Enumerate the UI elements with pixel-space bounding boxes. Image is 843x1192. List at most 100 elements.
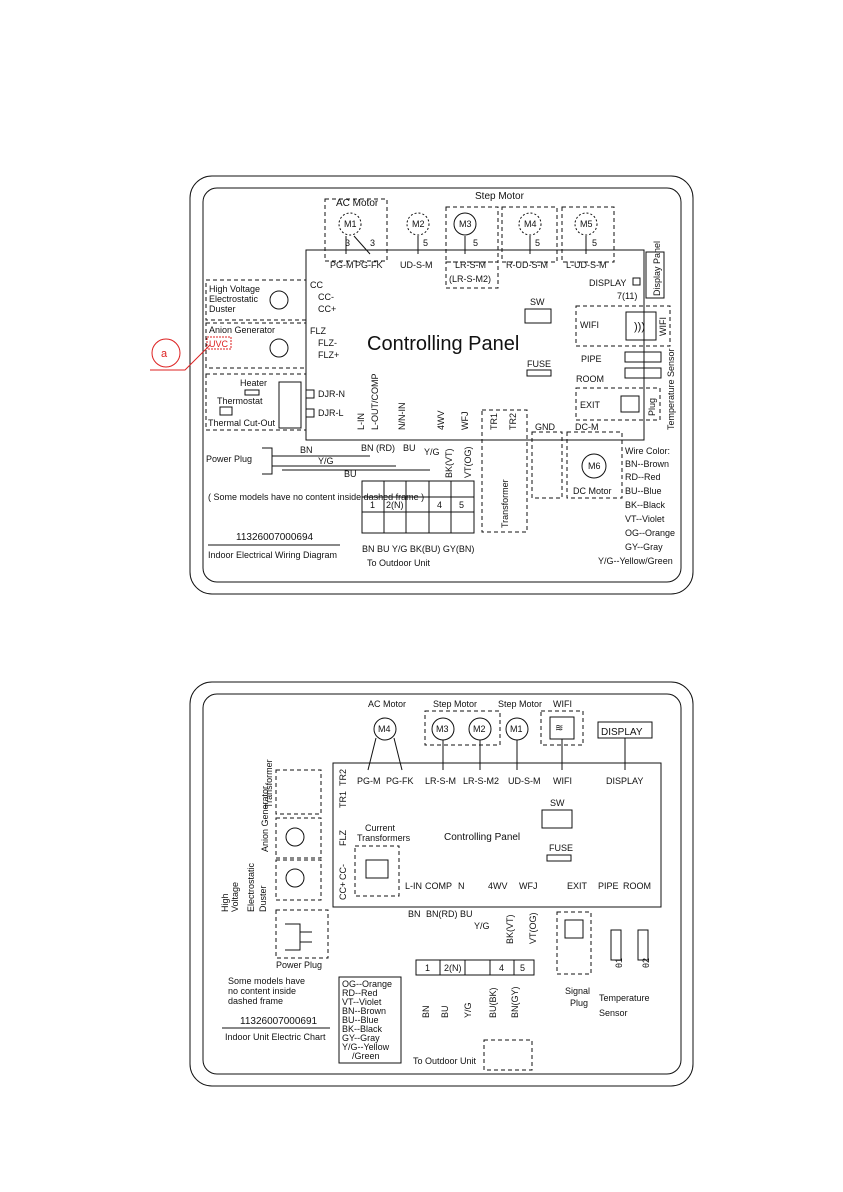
motor-wires [345, 235, 587, 255]
connector-pg-fk: PG-FK [355, 260, 383, 270]
anion-frame [205, 322, 307, 369]
part-number: 11326007000694 [236, 532, 314, 543]
motor-m3-label-2: M3 [436, 724, 449, 734]
top-wires-2 [367, 737, 626, 771]
note-text: ( Some models have no content inside das… [208, 492, 424, 502]
cc-label: CC [310, 280, 323, 290]
room-sensor [624, 367, 662, 379]
pin-count-m1-a: 3 [345, 238, 350, 248]
terminal-block [361, 480, 475, 534]
connector-pg-fk-2: PG-FK [386, 776, 414, 786]
thermostat-element [219, 406, 233, 416]
diagram-1-outer-frame [189, 175, 694, 595]
djr-l-label: DJR-L [318, 408, 344, 418]
wire2-vt-og: VT(OG) [528, 913, 538, 945]
cc-plus-label: CC+ [318, 304, 336, 314]
current-transformers-frame [354, 845, 400, 897]
connector-wifi-2: WIFI [553, 776, 572, 786]
terminal-block-2 [415, 959, 535, 976]
tr1-label: TR1 [338, 791, 348, 808]
cc-plus-label-2: CC+ [338, 882, 348, 900]
conn-4wv: 4WV [436, 410, 446, 430]
annotation-label-box [206, 336, 232, 350]
outdoor2-bn: BN [421, 1005, 431, 1018]
signal-plug-icon [564, 919, 584, 939]
display-panel-label: Display Panel [652, 241, 662, 296]
wire2-color-5: BU--Blue [342, 1015, 379, 1025]
heater-label: Heater [240, 378, 267, 388]
fuse-element [526, 369, 552, 377]
terminal-5: 5 [459, 500, 464, 510]
sw-switch-2 [541, 809, 573, 829]
wire2-bn-rd: BN(RD) [426, 909, 458, 919]
controlling-panel-box-2 [332, 762, 662, 908]
hv-label-1: High Voltage [209, 284, 260, 294]
connector-r-ud-s-m: R-UD-S-M [506, 260, 548, 270]
wifi-module [625, 311, 657, 341]
outdoor-frame-2 [483, 1039, 533, 1071]
conn2-n: N [458, 881, 465, 891]
display-connector [632, 277, 641, 286]
temp-sensor-1 [610, 929, 622, 961]
controlling-panel-title: Controlling Panel [367, 333, 519, 355]
thermostat-label: Thermostat [217, 396, 263, 406]
hv-label-2-1: High [220, 893, 230, 912]
motor-m1-icon [338, 212, 362, 236]
conn-l-in: L-IN [356, 413, 366, 430]
pipe-sensor [624, 351, 662, 363]
wire-color-7: GY--Gray [625, 542, 663, 552]
power-wires [282, 455, 430, 471]
wire2-color-2: RD--Red [342, 988, 378, 998]
sw-switch [524, 308, 552, 324]
hv-label-2-2: Voltage [230, 882, 240, 912]
diagram-1: Controlling Panel AC Motor Step Motor M1… [150, 175, 694, 595]
wire-yg: Y/G [318, 456, 334, 466]
anion-icon [269, 338, 289, 358]
transformer-label: Transformer [500, 479, 510, 528]
terminal2-5: 5 [520, 963, 525, 973]
wire2-color-6: BK--Black [342, 1024, 383, 1034]
terminal-dividers [362, 481, 474, 533]
sensor-id-1: θ1 [614, 958, 624, 968]
connector-lr-s-m2-2: LR-S-M2 [463, 776, 499, 786]
connector-pg-m: PG-M [330, 260, 354, 270]
step-motor-label-2a: Step Motor [433, 699, 477, 709]
power-plug-label-2: Power Plug [276, 960, 322, 970]
signal-plug-label-1: Signal [565, 986, 590, 996]
annotation-leader [150, 344, 211, 371]
room-label: ROOM [576, 374, 604, 384]
fuse-label: FUSE [527, 359, 551, 369]
anion-frame-2 [275, 817, 322, 859]
pin-count-m3: 5 [473, 238, 478, 248]
annotation-circle [151, 338, 181, 368]
flz-plus-label: FLZ+ [318, 350, 339, 360]
note2-1: Some models have [228, 976, 305, 986]
terminal2-1: 1 [425, 963, 430, 973]
flz-label: FLZ [310, 326, 327, 336]
dc-motor-label: DC Motor [573, 486, 612, 496]
motor-m3-label: M3 [459, 219, 472, 229]
terminal-dividers-2 [439, 960, 515, 975]
terminal-1: 1 [370, 500, 375, 510]
wifi-frame-2 [540, 710, 584, 746]
djr-n-connector [305, 389, 315, 399]
annotation-letter: a [161, 348, 168, 360]
wire-bu-2: BU [403, 443, 416, 453]
terminal-4: 4 [437, 500, 442, 510]
wire-color-5: VT--Violet [625, 514, 665, 524]
step-motor-m4-frame [501, 206, 558, 263]
wire-color-legend-2 [338, 976, 402, 1064]
exit-label: EXIT [580, 400, 601, 410]
conn2-comp: COMP [425, 881, 452, 891]
terminal2-2n: 2(N) [444, 963, 462, 973]
wire-bn: BN [300, 445, 313, 455]
controlling-panel-title-2: Controlling Panel [444, 832, 520, 843]
wifi-icon-2: ≋ [555, 723, 563, 734]
display-panel-box [645, 251, 665, 299]
motor-m2-icon [406, 212, 430, 236]
note2-3: dashed frame [228, 996, 283, 1006]
annotation-label: UVC [209, 339, 229, 349]
diagram-1-inner-frame [202, 187, 682, 583]
conn-gnd: GND [535, 422, 556, 432]
